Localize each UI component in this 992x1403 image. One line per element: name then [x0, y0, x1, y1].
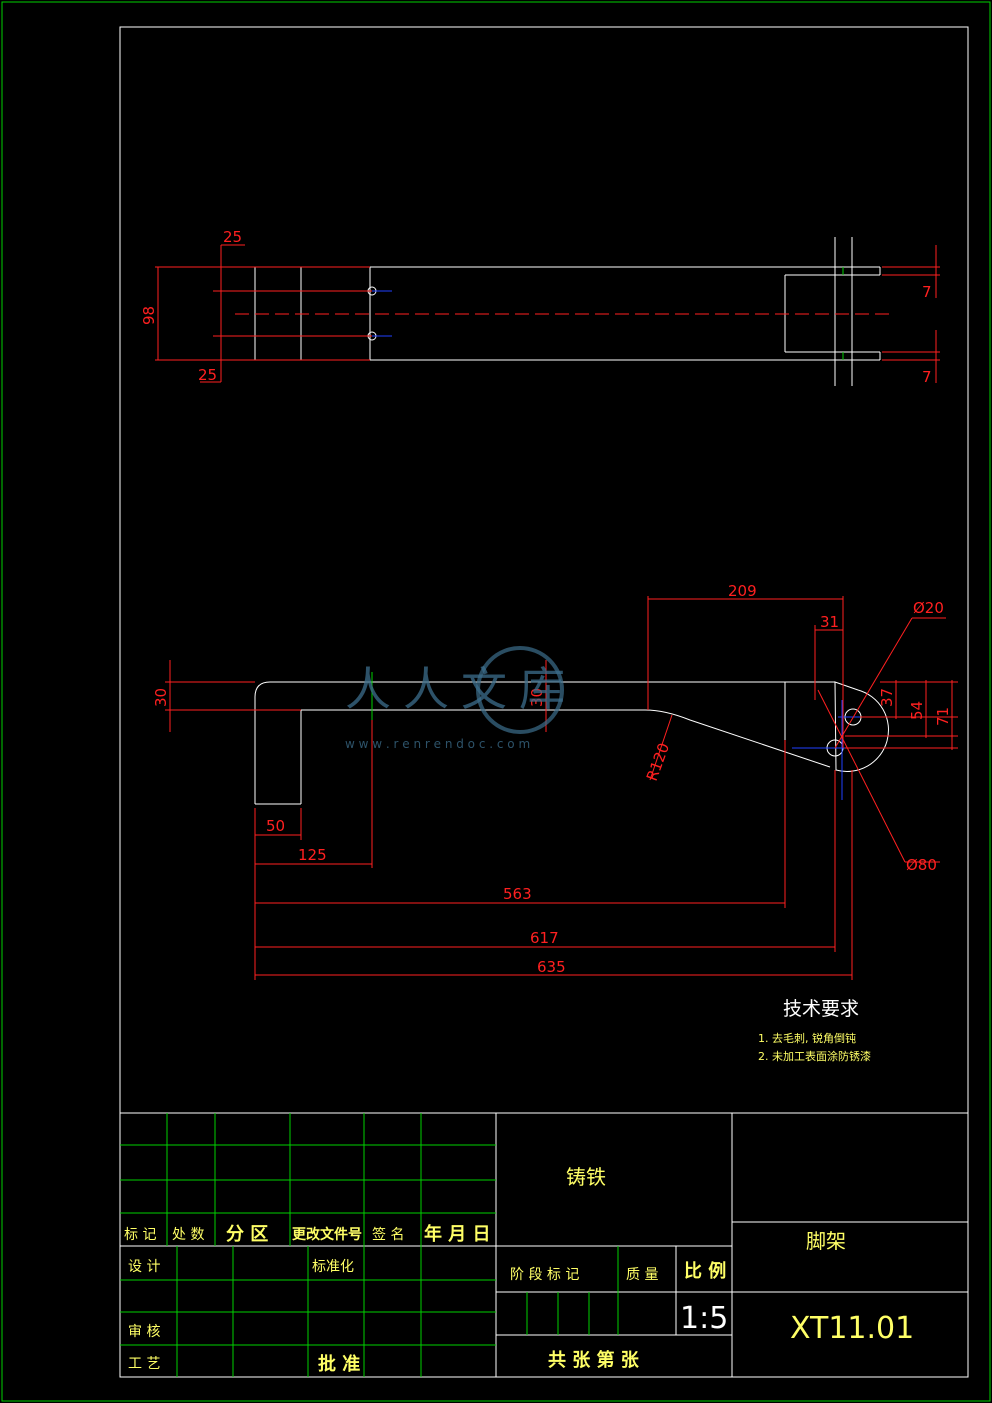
dim-209: 209	[728, 582, 757, 600]
label-change-doc: 更改文件号	[292, 1226, 362, 1243]
title-block	[120, 1112, 968, 1377]
label-review: 审 核	[128, 1324, 160, 1340]
tech-req-item-2: 2. 未加工表面涂防锈漆	[758, 1049, 871, 1063]
label-design: 设 计	[128, 1259, 160, 1275]
dim-71: 71	[934, 707, 952, 726]
dim-635: 635	[537, 958, 566, 976]
tech-req-item-1: 1. 去毛刺, 锐角倒钝	[758, 1031, 856, 1045]
label-stage-mark: 阶 段 标 记	[510, 1267, 579, 1283]
dim-50: 50	[266, 817, 285, 835]
label-mark: 标 记	[124, 1227, 156, 1243]
dim-617: 617	[530, 929, 559, 947]
dim-25-top: 25	[223, 228, 242, 246]
dim-phi80: Ø80	[906, 856, 937, 874]
label-scale: 比 例	[684, 1260, 726, 1282]
dim-30-left: 30	[152, 688, 170, 707]
dim-563: 563	[503, 885, 532, 903]
label-zone: 分 区	[226, 1224, 268, 1245]
watermark-text: 人人文库	[345, 662, 577, 716]
front-view	[165, 596, 958, 980]
top-view	[155, 237, 940, 386]
technical-requirements: 技术要求 1. 去毛刺, 锐角倒钝 2. 未加工表面涂防锈漆	[758, 998, 871, 1063]
dim-phi20: Ø20	[913, 599, 944, 617]
top-view-dimensions: 25 98 25 7 7	[140, 228, 932, 386]
drawing-frame	[119, 26, 969, 1378]
dim-54: 54	[908, 701, 926, 720]
label-process: 工 艺	[128, 1356, 160, 1372]
dim-125: 125	[298, 846, 327, 864]
label-signature: 签 名	[372, 1226, 404, 1243]
title-block-text: 标 记 处 数 分 区 更改文件号 签 名 年 月 日 设 计 标准化 审 核 …	[124, 1165, 914, 1375]
dim-30-mid: 30	[528, 688, 546, 707]
dim-31: 31	[820, 613, 839, 631]
dim-25-bottom: 25	[198, 366, 217, 384]
label-standardization: 标准化	[312, 1259, 354, 1275]
label-approve: 批 准	[318, 1353, 360, 1375]
tech-req-title: 技术要求	[783, 998, 859, 1020]
front-view-dimensions: 209 31 Ø20 30 30 37 54 71 R120 50 125 56…	[152, 582, 952, 976]
drawing-number: XT11.01	[790, 1311, 914, 1346]
dim-37: 37	[878, 688, 896, 707]
label-mass: 质 量	[626, 1267, 658, 1283]
dim-7-bottom: 7	[922, 368, 932, 386]
part-name: 脚架	[806, 1229, 846, 1253]
dim-7-top: 7	[922, 283, 932, 301]
label-sheets: 共 张 第 张	[548, 1349, 640, 1371]
material: 铸铁	[566, 1165, 606, 1189]
dim-r120: R120	[643, 741, 673, 784]
watermark-url: w w w . r e n r e n d o c . c o m	[345, 737, 530, 751]
scale-value: 1:5	[680, 1301, 728, 1336]
label-date: 年 月 日	[424, 1223, 491, 1245]
label-count: 处 数	[172, 1227, 204, 1243]
dim-98: 98	[140, 306, 158, 325]
watermark: 人人文库 w w w . r e n r e n d o c . c o m	[345, 646, 577, 751]
